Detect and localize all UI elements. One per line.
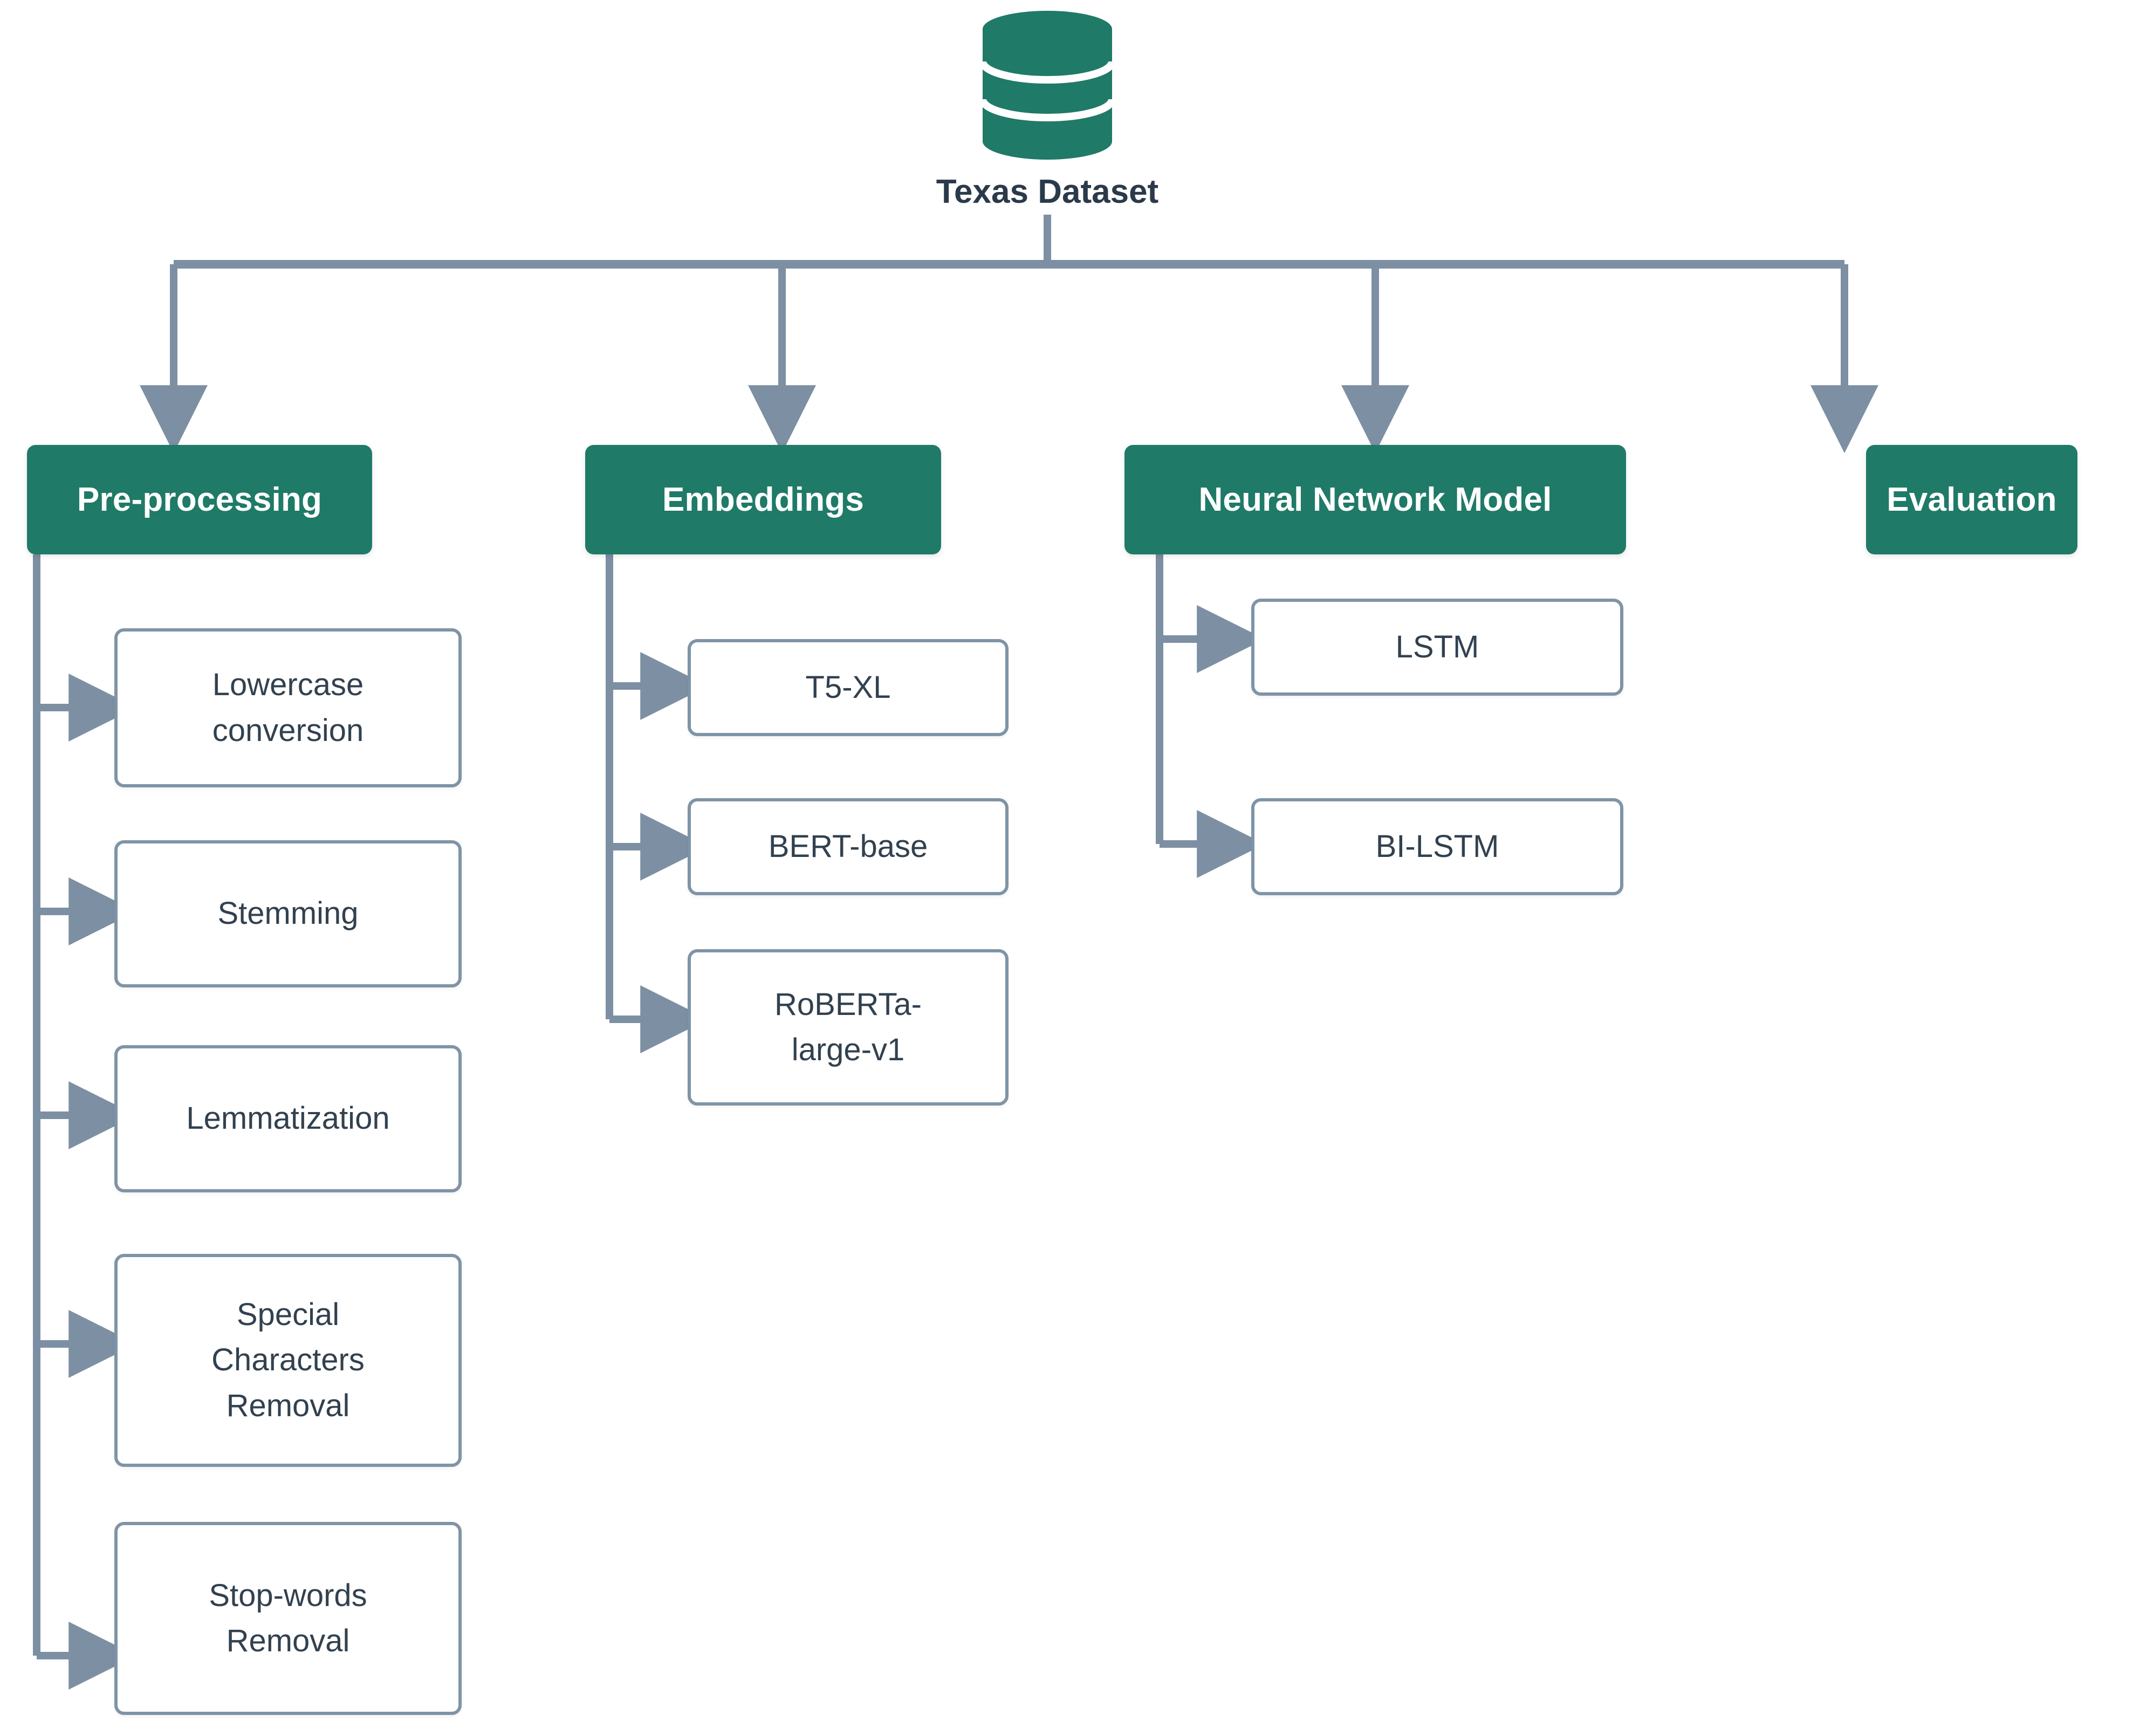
stage-neural-network-model[interactable]: Neural Network Model: [1124, 445, 1626, 554]
leaf-line: Special: [236, 1297, 340, 1333]
leaf-line: BERT-base: [768, 828, 928, 864]
root-label: Texas Dataset: [936, 173, 1159, 210]
leaf-lowercase-conversion[interactable]: Lowercase conversion: [114, 628, 462, 787]
stage-label: Neural Network Model: [1198, 481, 1552, 518]
stage-embeddings[interactable]: Embeddings: [585, 445, 941, 554]
stage-evaluation[interactable]: Evaluation: [1866, 445, 2077, 554]
leaf-stemming[interactable]: Stemming: [114, 840, 462, 987]
leaf-line: Lowercase: [212, 667, 364, 703]
leaf-line: Characters: [211, 1342, 365, 1378]
leaf-line: Stop-words: [209, 1577, 367, 1613]
leaf-line: conversion: [212, 712, 364, 748]
leaf-line: T5-XL: [805, 669, 891, 705]
leaf-line: large-v1: [791, 1032, 905, 1067]
database-cylinder-icon: [980, 11, 1114, 160]
stage-label: Embeddings: [662, 481, 865, 518]
stage-label: Evaluation: [1887, 481, 2057, 518]
stage-pre-processing[interactable]: Pre-processing: [27, 445, 372, 554]
leaf-bert-base[interactable]: BERT-base: [688, 798, 1009, 895]
leaf-roberta-large-v1[interactable]: RoBERTa- large-v1: [688, 949, 1009, 1106]
leaf-special-characters-removal[interactable]: Special Characters Removal: [114, 1254, 462, 1467]
leaf-line: RoBERTa-: [774, 986, 922, 1022]
leaf-line: Removal: [226, 1623, 350, 1658]
leaf-bi-lstm[interactable]: BI-LSTM: [1251, 798, 1623, 895]
leaf-line: BI-LSTM: [1375, 828, 1499, 864]
leaf-line: Lemmatization: [186, 1101, 390, 1136]
leaf-line: Removal: [226, 1388, 350, 1423]
leaf-line: Stemming: [217, 896, 359, 931]
leaf-lemmatization[interactable]: Lemmatization: [114, 1045, 462, 1192]
leaf-stop-words-removal[interactable]: Stop-words Removal: [114, 1522, 462, 1715]
leaf-line: LSTM: [1395, 629, 1479, 664]
stage-label: Pre-processing: [77, 481, 323, 518]
leaf-lstm[interactable]: LSTM: [1251, 599, 1623, 696]
leaf-t5-xl[interactable]: T5-XL: [688, 639, 1009, 736]
